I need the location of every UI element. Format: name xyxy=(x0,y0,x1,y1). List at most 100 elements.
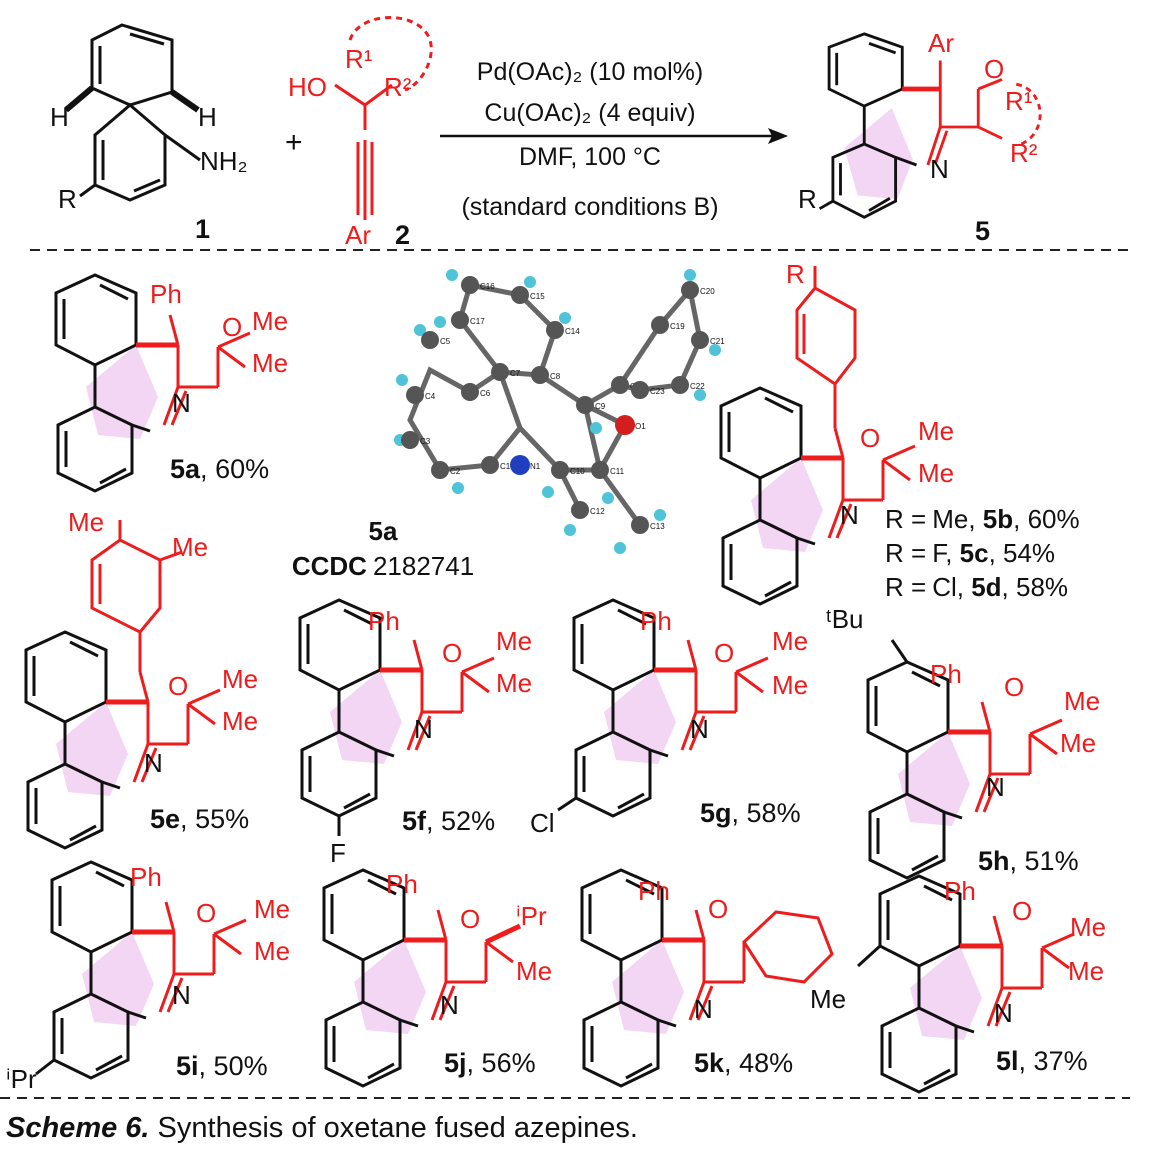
5g-yield: 5g, 58% xyxy=(700,798,801,828)
5h-me2: Me xyxy=(1060,728,1096,758)
5h-n: N xyxy=(986,772,1005,802)
xray-atom-c19 xyxy=(651,316,669,334)
5j-yield: 5j, 56% xyxy=(444,1048,536,1078)
sm1-h-right: H xyxy=(198,102,217,132)
xray-atom-c2 xyxy=(431,461,449,479)
xray-atom-c20 xyxy=(681,281,699,299)
xray-atom-c15 xyxy=(511,286,529,304)
xray-hydrogen-atom-4 xyxy=(559,312,571,324)
5d-line: R =Cl, 5d, 58% xyxy=(885,572,1068,602)
xray-atom-c23 xyxy=(631,381,649,399)
xray-hydrogen-atom-6 xyxy=(396,374,408,386)
5e-me-top1: Me xyxy=(68,507,104,537)
5h-yield: 5h, 51% xyxy=(978,846,1079,876)
5l-ph: Ph xyxy=(944,876,976,906)
compound-5h-structure xyxy=(868,639,1064,878)
xray-atom-c12 xyxy=(571,501,589,519)
xray-atom-label-c12: C12 xyxy=(590,507,605,516)
compound-5bd-structure xyxy=(721,266,917,604)
product-ar: Ar xyxy=(928,28,954,58)
5e-yield: 5e, 55% xyxy=(150,804,249,834)
xray-atom-label-c8: C8 xyxy=(550,372,561,381)
xray-atom-label-c13: C13 xyxy=(650,522,665,531)
xray-atom-label-c22: C22 xyxy=(690,382,705,391)
biphenylamine-1 xyxy=(64,23,201,202)
5j-me: Me xyxy=(516,956,552,986)
compound-5g-structure xyxy=(557,600,770,816)
xray-atom-c3 xyxy=(401,431,419,449)
scheme-drawing: H H NH₂ R 1 + HO R¹ R² Ar 2 Pd(OAc)₂ (10… xyxy=(0,16,1130,1099)
sm1-h-left: H xyxy=(50,102,69,132)
5c-line: R =F, 5c, 54% xyxy=(885,538,1055,568)
xray-atom-c21 xyxy=(691,331,709,349)
sm1-label: 1 xyxy=(195,214,210,244)
xray-atom-label-o1: O1 xyxy=(635,422,646,431)
xray-structure: C16C15C17C14C5C7C8C20C19C21C6C18C22C4C9C… xyxy=(394,269,725,554)
5g-o: O xyxy=(714,638,734,668)
5f-me1: Me xyxy=(496,626,532,656)
xray-hydrogen-atom-16 xyxy=(654,509,666,521)
reagent-line-2: Cu(OAc)₂ (4 equiv) xyxy=(484,99,695,127)
product-r: R xyxy=(798,184,817,214)
xray-atom-label-c11: C11 xyxy=(610,467,625,476)
xray-atom-o1 xyxy=(615,415,635,435)
5b-line: R =Me, 5b, 60% xyxy=(885,504,1080,534)
5f-ph: Ph xyxy=(368,606,400,636)
compound-5k-structure xyxy=(582,870,834,1086)
xray-atom-c17 xyxy=(451,311,469,329)
5h-o: O xyxy=(1004,672,1024,702)
product-r2: R² xyxy=(1010,138,1038,168)
5a-me2: Me xyxy=(252,348,288,378)
xray-hydrogen-atom-1 xyxy=(446,269,458,281)
xray-atom-label-c3: C3 xyxy=(420,437,431,446)
5k-o: O xyxy=(708,894,728,924)
5bd-o: O xyxy=(860,423,880,453)
5l-o: O xyxy=(1012,896,1032,926)
5a-n: N xyxy=(172,388,191,418)
xray-atom-c8 xyxy=(531,366,549,384)
5g-ph: Ph xyxy=(640,606,672,636)
xray-hydrogen-atom-10 xyxy=(709,344,721,356)
5e-me2: Me xyxy=(222,706,258,736)
5h-tbu: ᵗBu xyxy=(826,604,864,634)
reagent-line-1: Pd(OAc)₂ (10 mol%) xyxy=(477,58,703,86)
xray-atom-c5 xyxy=(421,331,439,349)
xray-hydrogen-atom-17 xyxy=(542,486,554,498)
scheme-caption: Scheme 6. Synthesis of oxetane fused aze… xyxy=(6,1112,638,1145)
5g-me1: Me xyxy=(772,626,808,656)
xray-atom-label-c19: C19 xyxy=(670,322,685,331)
5i-n: N xyxy=(172,980,191,1010)
5j-o: O xyxy=(460,904,480,934)
sm2-label: 2 xyxy=(395,220,410,250)
xray-hydrogen-atom-11 xyxy=(694,389,706,401)
5bd-r: R xyxy=(786,259,805,289)
reagent-line-4: (standard conditions B) xyxy=(461,193,718,221)
compound-5e-structure xyxy=(26,520,222,848)
product-label: 5 xyxy=(975,216,990,246)
5i-o: O xyxy=(196,898,216,928)
5a-o: O xyxy=(222,312,242,342)
product-r1: R¹ xyxy=(1005,86,1033,116)
xray-atom-label-c7: C7 xyxy=(510,369,521,378)
5f-f: F xyxy=(330,838,346,868)
5j-n: N xyxy=(440,990,459,1020)
xray-atom-c18 xyxy=(611,376,629,394)
5l-methyl: Me xyxy=(810,984,846,1014)
xray-atom-label-c9: C9 xyxy=(595,402,606,411)
5f-me2: Me xyxy=(496,668,532,698)
5i-me1: Me xyxy=(254,894,290,924)
xray-atom-label-c4: C4 xyxy=(425,392,436,401)
5f-o: O xyxy=(442,638,462,668)
xray-atom-label-c21: C21 xyxy=(710,337,725,346)
xray-atom-label-c23: C23 xyxy=(650,387,665,396)
5g-cl: Cl xyxy=(530,808,555,838)
xray-hydrogen-atom-14 xyxy=(564,524,576,536)
xray-atom-c4 xyxy=(406,386,424,404)
xray-atom-label-c10: C10 xyxy=(570,467,585,476)
xray-atom-c14 xyxy=(546,321,564,339)
reaction-arrowhead xyxy=(768,128,788,144)
xray-atom-label-c20: C20 xyxy=(700,287,715,296)
5e-me-top2: Me xyxy=(172,532,208,562)
xray-atom-c9 xyxy=(576,396,594,414)
